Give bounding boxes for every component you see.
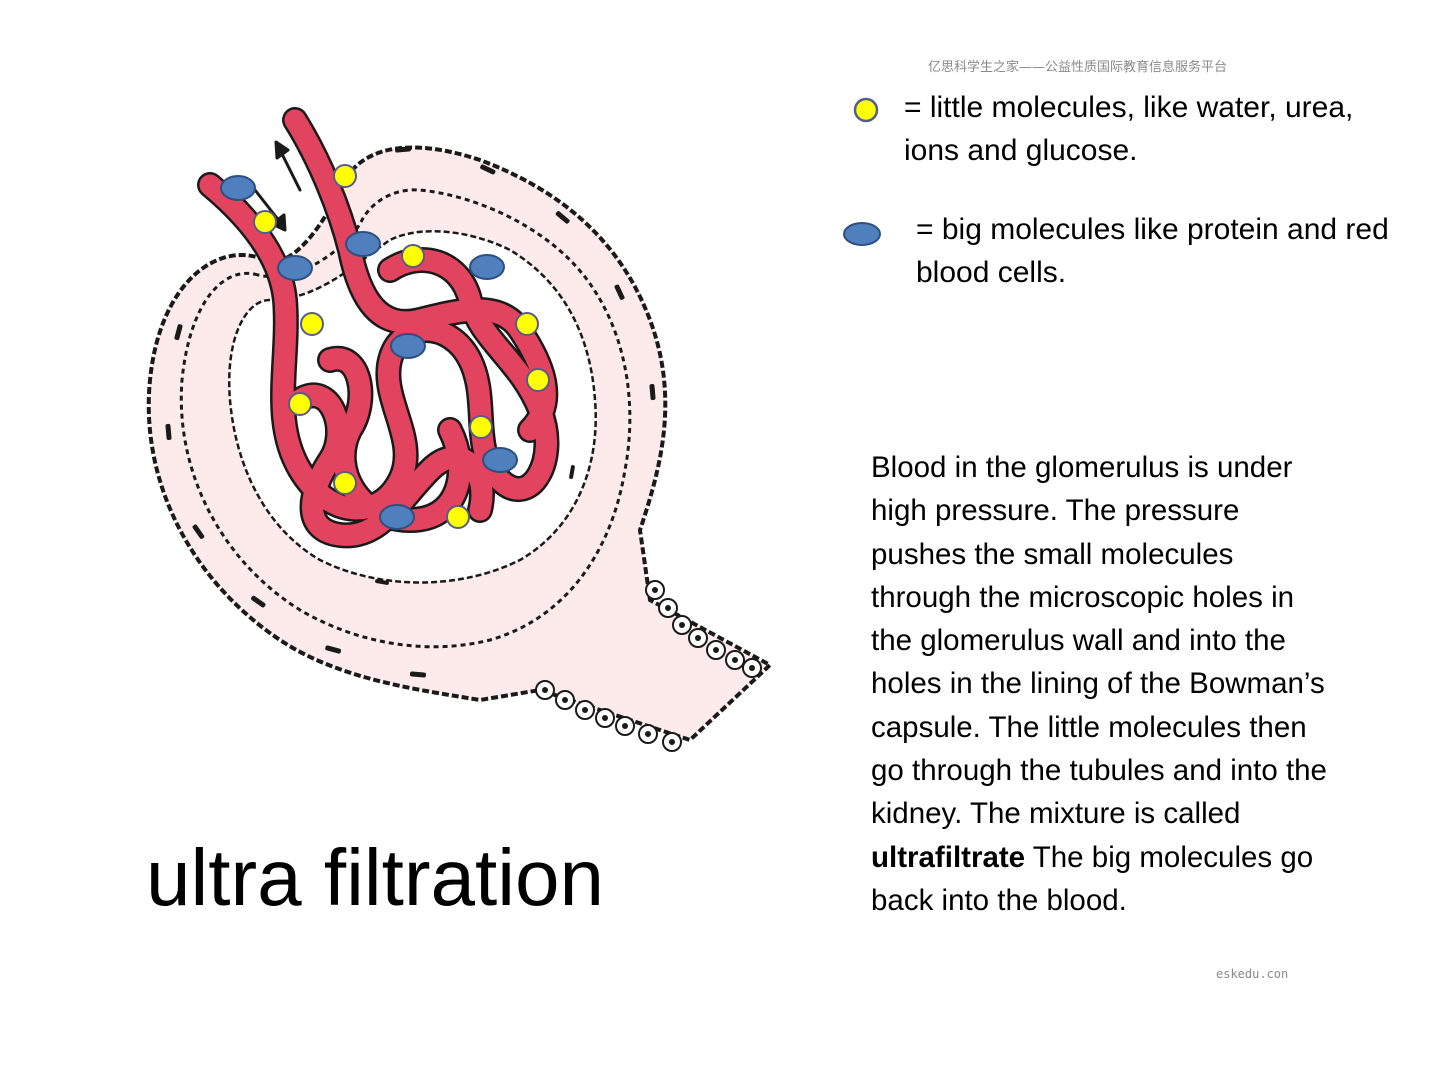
explanation-text: Blood in the glomerulus is under high pr… xyxy=(871,446,1341,922)
legend-big-molecules-text: = big molecules like protein and red blo… xyxy=(916,213,1389,289)
legend-small-molecules-text: = little molecules, like water, urea, io… xyxy=(904,91,1354,167)
molecules xyxy=(220,164,550,530)
explanation-text-end: The big molecules go back into the blood… xyxy=(871,840,1314,917)
blue-ellipse-icon xyxy=(843,222,881,246)
explanation-text-start: Blood in the glomerulus is under high pr… xyxy=(871,451,1327,831)
legend-big-molecules: = big molecules like protein and red blo… xyxy=(842,208,1396,294)
small-molecules xyxy=(253,164,550,529)
big-molecules xyxy=(220,175,518,530)
ultrafiltrate-term: ultrafiltrate xyxy=(871,840,1026,874)
legend-small-molecules: = little molecules, like water, urea, io… xyxy=(852,86,1384,172)
glomerulus-diagram xyxy=(146,107,774,752)
watermark-bottom: eskedu.con xyxy=(1216,967,1289,981)
yellow-circle-icon xyxy=(853,97,879,123)
page-title: ultra filtration xyxy=(146,833,604,922)
watermark-top: 亿思科学生之家——公益性质国际教育信息服务平台 xyxy=(928,60,1228,75)
